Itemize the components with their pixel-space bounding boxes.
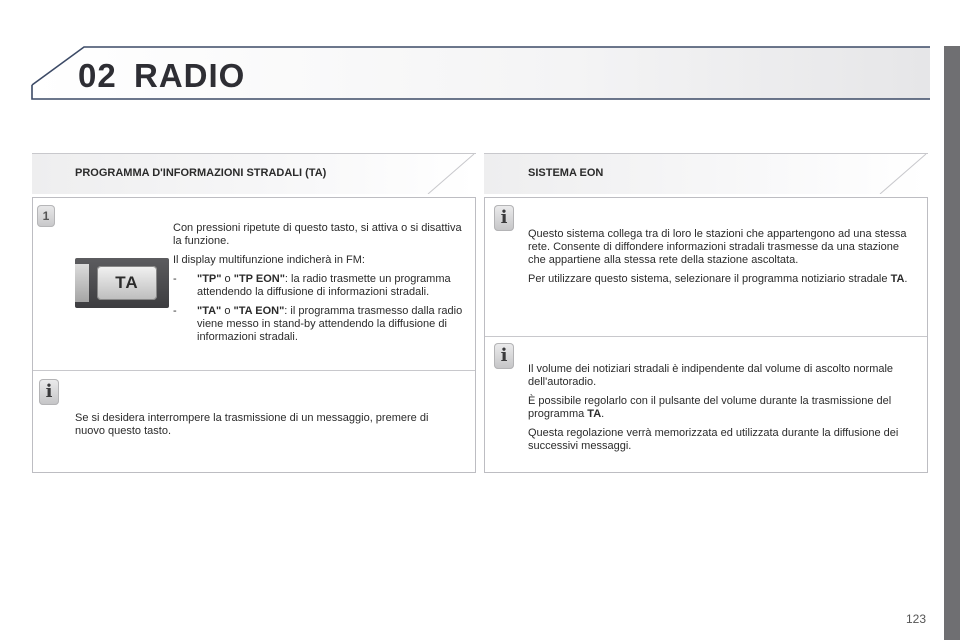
ta-button-image: TA [75,258,169,308]
volume-adjust: È possibile regolarlo con il pulsante de… [528,395,892,420]
intro-text: Con pressioni ripetute di questo tasto, … [173,222,462,247]
left-section-title: PROGRAMMA D'INFORMAZIONI STRADALI (TA) [75,167,327,179]
left-box-divider [33,370,475,371]
volume-memorized: Questa regolazione verrà memorizzata ed … [528,427,899,452]
info-icon: i [39,379,59,405]
right-box-divider [485,336,927,337]
left-info-text: Se si desidera interrompere la trasmissi… [75,412,429,437]
left-section-header [32,153,476,194]
bullet-text: "TP" o "TP EON": la radio trasmette un p… [197,273,451,298]
display-note: Il display multifunzione indicherà in FM… [173,254,365,266]
bullet-text: "TA" o "TA EON": il programma trasmesso … [197,305,463,343]
chapter-number: 02 [78,57,117,94]
bullet-dash: - [173,273,177,285]
step-number-icon: 1 [37,205,55,227]
info-icon: i [494,343,514,369]
bullet-ta: - "TA" o "TA EON": il programma trasmess… [173,305,469,344]
ta-button-label: TA [115,273,139,292]
chapter-title: RADIO [134,57,246,94]
eon-usage: Per utilizzare questo sistema, seleziona… [528,273,908,285]
adjacent-button-edge [75,264,89,302]
left-content-box [32,197,476,473]
right-section-header [484,153,928,194]
left-step-text: Con pressioni ripetute di questo tasto, … [173,222,469,350]
ta-button-face: TA [97,266,157,300]
bullet-dash: - [173,305,177,317]
right-section-title: SISTEMA EON [528,167,604,179]
page-edge-bar [944,46,960,640]
page-number: 123 [906,612,927,626]
right-eon-text: Questo sistema collega tra di loro le st… [528,228,913,292]
info-icon: i [494,205,514,231]
right-content-box [484,197,928,473]
eon-description: Questo sistema collega tra di loro le st… [528,228,907,266]
volume-independent: Il volume dei notiziari stradali è indip… [528,363,894,388]
bullet-tp: - "TP" o "TP EON": la radio trasmette un… [173,273,469,299]
right-volume-text: Il volume dei notiziari stradali è indip… [528,363,913,459]
